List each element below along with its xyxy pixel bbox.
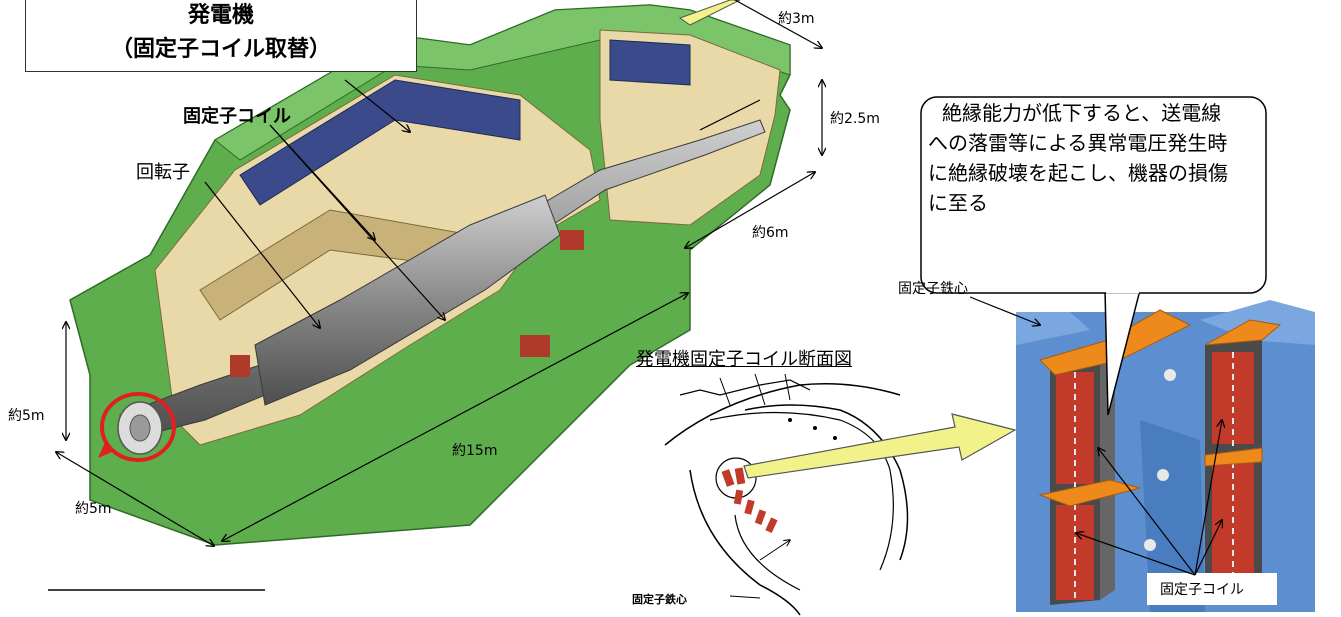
dim-5m-width-arrow	[56, 452, 214, 546]
callout-line-1: 絶縁能力が低下すると、送電線	[942, 101, 1222, 125]
label-rotor: 回転子	[136, 162, 190, 183]
callout-line-3: に絶縁破壊を起こし、機器の損傷	[928, 161, 1228, 185]
dim-6m-arrow	[685, 172, 815, 248]
dim-label-2_5m: 約2.5m	[830, 111, 880, 127]
exciter-panels	[609, 39, 691, 86]
callout-bubble	[920, 96, 1267, 294]
incoming-pointer	[678, 0, 741, 26]
title-line-1: 発電機	[187, 3, 254, 28]
callout-text: 絶縁能力が低下すると、送電線 への落雷等による異常電圧発生時 に絶縁破壊を起こし…	[928, 98, 1263, 218]
generator-cutaway	[69, 4, 791, 546]
dim-3m-arrow	[734, 0, 822, 48]
big-pointer-arrow	[743, 413, 1017, 479]
dim-label-3m: 約3m	[778, 11, 815, 27]
dim-15m-arrow	[222, 293, 688, 541]
label-stator-coil-detail: 固定子コイル	[1160, 582, 1244, 598]
label-stator-core-top: 固定子鉄心	[898, 281, 968, 297]
dim-label-15m: 約15m	[452, 443, 498, 459]
label-stator-coil: 固定子コイル	[183, 106, 291, 127]
title-line-2: （固定子コイル取替）	[110, 37, 331, 62]
dim-label-6m: 約6m	[752, 225, 789, 241]
dim-label-5m-width: 約5m	[75, 501, 112, 517]
stator-coil-panels	[239, 79, 521, 206]
end-winding-lower	[520, 335, 550, 357]
stator-core-detail	[1016, 300, 1315, 612]
cross-section-sketch	[664, 373, 909, 616]
end-winding	[230, 355, 250, 377]
label-section-title: 発電機固定子コイル断面図	[636, 349, 852, 370]
dim-label-5m-height: 約5m	[8, 408, 45, 424]
title-box: 発電機 （固定子コイル取替）	[25, 0, 417, 72]
label-stator-core-bottom: 固定子鉄心	[632, 593, 687, 606]
end-winding-right	[560, 230, 584, 250]
callout-line-4: に至る	[928, 191, 988, 215]
callout-line-2: への落雷等による異常電圧発生時	[928, 131, 1228, 155]
